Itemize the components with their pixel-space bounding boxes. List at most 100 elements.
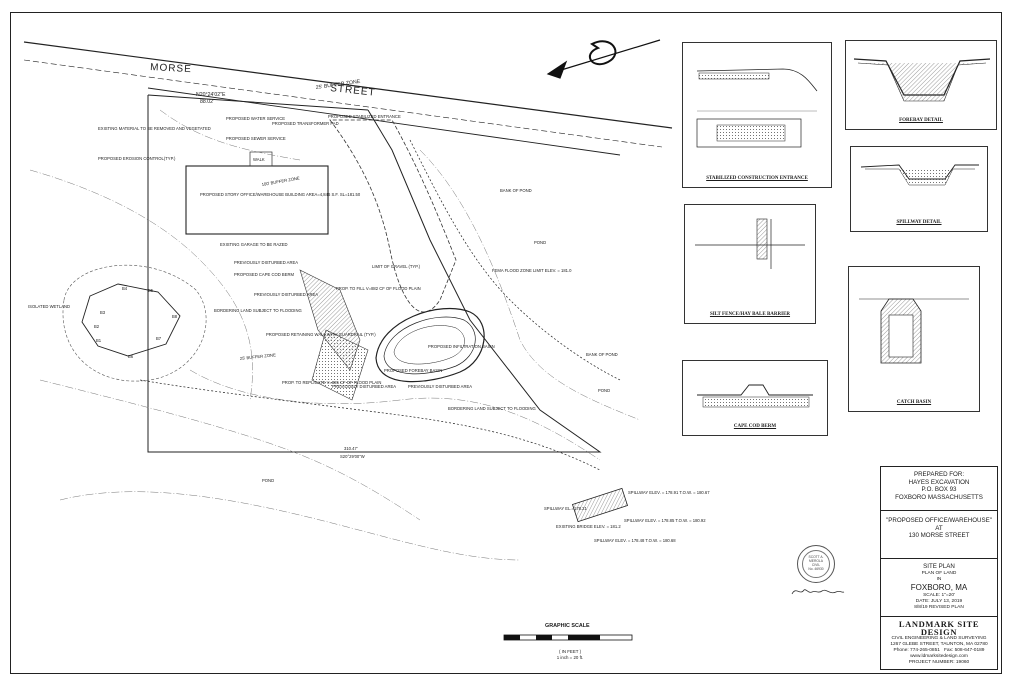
label-bank-pond-1: BANK OF POND (500, 188, 532, 193)
plan-revised: 8/8/19 REVISED PLAN (914, 604, 964, 610)
label-infiltration-basin: PROPOSED INFILTRATION BASIN (428, 344, 495, 349)
label-distance-bottom: 310.47' (344, 446, 358, 451)
project-name: "PROPOSED OFFICE/WAREHOUSE" (886, 517, 992, 524)
prepared-for-label: PREPARED FOR: (913, 471, 965, 478)
morse-street-lines (23, 41, 673, 156)
detail-title-stabilized-entrance: STABILIZED CONSTRUCTION ENTRANCE (706, 176, 808, 181)
wetland-flag-b5: B5 (148, 288, 154, 293)
label-limit-gravel: LIMIT OF GRAVEL (TYP.) (372, 264, 421, 269)
spillway-sketch (860, 164, 979, 186)
label-transformer: PROPOSED TRANSFORMER PAD (272, 121, 339, 126)
label-bank-pond-2: BANK OF POND (586, 352, 618, 357)
label-bordering-land-1: BORDERING LAND SUBJECT TO FLOODING (214, 308, 302, 313)
project-cell: "PROPOSED OFFICE/WAREHOUSE" AT 130 MORSE… (881, 511, 997, 559)
graphic-scale-title: GRAPHIC SCALE (545, 623, 590, 629)
plan-scale: SCALE: 1"=20' (923, 592, 955, 598)
proposed-building (185, 165, 329, 235)
wetland-flag-b7: B7 (156, 336, 162, 341)
label-pond-2: POND (598, 388, 610, 393)
project-address: 130 MORSE STREET (908, 532, 970, 539)
detail-title-silt-fence: SILT FENCE/HAY BALE BARRIER (709, 312, 791, 317)
label-buffer-25: 25' BUFFER ZONE (240, 352, 277, 361)
label-stabilized-entrance: PROPOSED STABILIZED ENTRANCE (328, 114, 401, 119)
label-previously-disturbed-3: PREVIOUSLY DISTURBED AREA (332, 384, 396, 389)
silt-fence-sketch (695, 218, 805, 269)
firm-address: 1267 GLEBE STREET, TAUNTON, MA 02780 (890, 642, 988, 647)
catch-basin-sketch (859, 298, 969, 364)
wetland-flag-b4: B4 (122, 286, 128, 291)
label-retaining-wall: PROPOSED RETAINING WALL WITH GUARDRAIL (… (266, 332, 376, 337)
title-block: PREPARED FOR: HAYES EXCAVATION P.O. BOX … (880, 466, 998, 670)
prepared-for-cell: PREPARED FOR: HAYES EXCAVATION P.O. BOX … (881, 467, 997, 511)
label-walk: WALK (253, 157, 265, 162)
client-po-box: P.O. BOX 93 (921, 486, 957, 493)
gravel-driveway (329, 119, 457, 313)
sheet-info-cell: SITE PLAN PLAN OF LAND IN FOXBORO, MA SC… (881, 559, 997, 617)
street-name-left: MORSE (150, 62, 192, 75)
label-buffer-100: 100' BUFFER ZONE (261, 175, 300, 187)
label-water-service: PROPOSED WATER SERVICE (226, 116, 285, 121)
label-isolated-wetland: ISOLATED WETLAND (28, 304, 70, 309)
client-city: FOXBORO MASSACHUSETTS (895, 493, 983, 501)
label-pond-3: POND (262, 478, 274, 483)
detail-catch-basin: CATCH BASIN (848, 266, 980, 412)
label-erosion-control: PROPOSED EROSION CONTROL(TYP.) (98, 156, 176, 161)
label-existing-bridge: EXISTING BRIDGE ELEV. = 181.2 (556, 524, 621, 529)
plan-in: IN (936, 576, 942, 582)
label-existing-material: EXISTING MATERIAL TO BE REMOVED AND VEGE… (98, 126, 211, 131)
plan-of-land: PLAN OF LAND (921, 570, 957, 576)
wetland-flag-b3: B3 (100, 310, 106, 315)
label-spillway-3: SPILLWAY ELEV. = 178.85 T.O.W. = 180.92 (624, 518, 706, 523)
detail-forebay: FOREBAY DETAIL (845, 40, 997, 130)
label-spillway-4: SPILLWAY ELEV. = 178.48 T.O.W. = 180.68 (594, 538, 676, 543)
label-bordering-land-2: BORDERING LAND SUBJECT TO FLOODING (448, 406, 536, 411)
label-cape-cod-berm: PROPOSED CAPE COD BERM (234, 272, 295, 277)
label-forebay-basin: PROPOSED FOREBAY BASIN (384, 368, 442, 373)
label-prop-fill: PROP. TO FILL V=882 CF OF FLOOD PLAIN (336, 286, 421, 291)
graphic-scale: GRAPHIC SCALE ( IN FEET ) 1 inch = 20 ft… (500, 623, 640, 671)
label-previously-disturbed-1: PREVIOUSLY DISTURBED AREA (234, 260, 298, 265)
detail-stabilized-entrance: STABILIZED CONSTRUCTION ENTRANCE (682, 42, 832, 188)
firm-phone-fax: Phone: 774-265-0851 Fax: 508-647-0189 (893, 648, 985, 653)
detail-cape-cod-berm: CAPE COD BERM (682, 360, 828, 436)
hatched-area-2 (311, 329, 369, 401)
label-previously-disturbed-2: PREVIOUSLY DISTURBED AREA (254, 292, 318, 297)
plan-date: DATE: JULY 13, 2019 (915, 598, 963, 604)
wetland-buffer (62, 264, 207, 382)
contour-lines (29, 109, 641, 561)
bearing-top: N20°24'02"E (196, 92, 226, 98)
detail-title-spillway: SPILLWAY DETAIL (896, 220, 942, 225)
firm-website: www.ldmarksitedesign.com (910, 654, 968, 659)
graphic-scale-bar (503, 634, 633, 641)
distance-top: 88.02' (200, 99, 214, 105)
detail-spillway: SPILLWAY DETAIL (850, 146, 988, 232)
detail-title-catch-basin: CATCH BASIN (896, 400, 932, 405)
label-pond-1: POND (534, 240, 546, 245)
client-name: HAYES EXCAVATION (908, 478, 970, 486)
edge-of-pond (139, 139, 621, 471)
sheet-type: SITE PLAN (923, 563, 955, 570)
firm-name: LANDMARK SITE DESIGN (898, 619, 980, 637)
detail-title-cape-cod-berm: CAPE COD BERM (733, 424, 777, 429)
existing-bridge (571, 487, 629, 523)
firm-subtitle: CIVIL ENGINEERING & LAND SURVEYING (891, 636, 987, 641)
label-sewer-service: PROPOSED SEWER SERVICE (226, 136, 286, 141)
label-spillway-2: SPILLWAY EL.=178.21 (544, 506, 587, 511)
engineer-seal: SCOTT A. MEROLA CIVIL No. 46930 (797, 545, 835, 583)
project-at: AT (935, 524, 943, 532)
wetland-flag-b1: B1 (96, 338, 102, 343)
wetland-flags: B1 B2 B3 B4 B5 B6 B7 B8 (94, 286, 178, 359)
label-existing-garage: EXISTING GARAGE TO BE RAZED (220, 242, 288, 247)
infiltration-basin (375, 308, 485, 383)
cape-cod-berm-sketch (697, 384, 813, 408)
town: FOXBORO, MA (910, 582, 968, 592)
engineer-signature (791, 589, 845, 595)
label-prop-replicate: PROP. TO REPLICATE V=885 CF OF FLOOD PLA… (282, 380, 381, 385)
street-name-right: STREET (330, 83, 376, 99)
wetland-flag-b2: B2 (94, 324, 100, 329)
label-previously-disturbed-4: PREVIOUSLY DISTURBED AREA (408, 384, 472, 389)
graphic-scale-note: ( IN FEET ) 1 inch = 20 ft. (556, 649, 584, 660)
firm-cell: LANDMARK SITE DESIGN CIVIL ENGINEERING &… (881, 617, 997, 671)
